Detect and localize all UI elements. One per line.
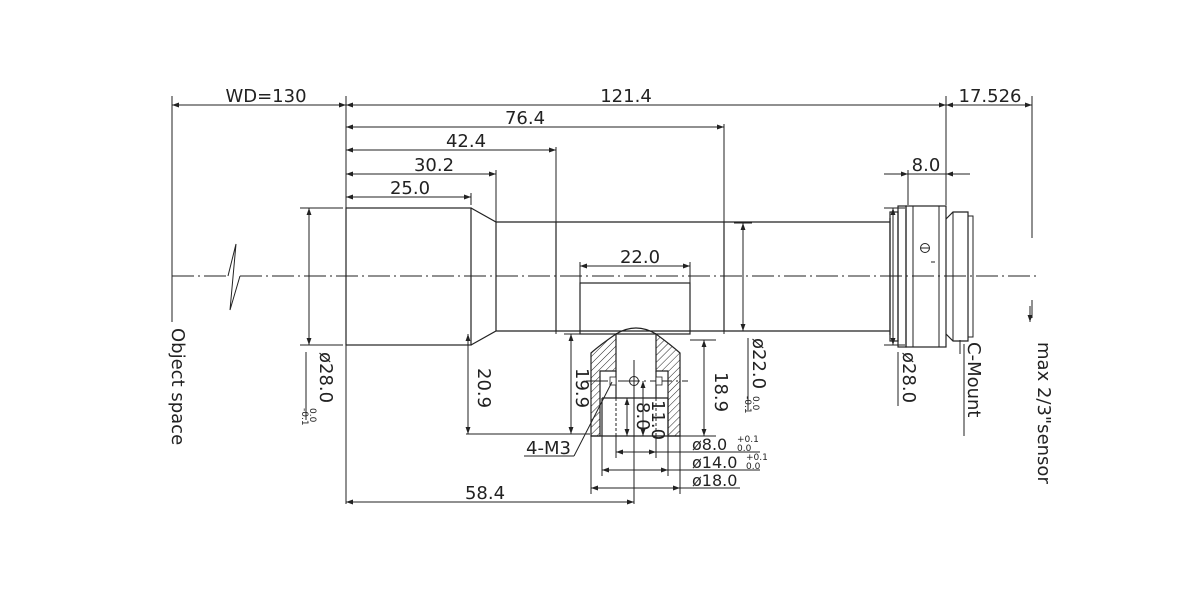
dim-hole-depth: 8.0 — [632, 402, 653, 431]
dia-14-tol-lower: 0.0 — [746, 462, 761, 472]
dim-25: 25.0 — [390, 178, 430, 199]
mount-ring — [905, 205, 947, 348]
dia-front-tol-upper: 0.0 — [307, 408, 317, 423]
dim-18: 18.9 — [710, 372, 731, 412]
dim-42: 42.4 — [446, 131, 486, 152]
dim-back-focal: 17.526 — [959, 86, 1022, 107]
optical-axis — [172, 243, 1040, 311]
horizontal-dimensions — [172, 102, 1032, 505]
dim-total-length: 121.4 — [600, 86, 652, 107]
thread-leader — [524, 381, 613, 457]
dim-dia-22: ø22.0 — [748, 338, 769, 389]
dia-22-tol-lower: -0.1 — [742, 396, 752, 414]
dim-block-width: 22.0 — [620, 247, 660, 268]
dim-19: 19.9 — [571, 368, 592, 408]
dim-30: 30.2 — [414, 155, 454, 176]
dim-20: 20.9 — [473, 368, 494, 408]
dim-58: 58.4 — [465, 483, 505, 504]
dim-11: 11.0 — [647, 400, 668, 440]
front-barrel — [345, 207, 472, 346]
dim-mount-width: 8.0 — [912, 155, 941, 176]
dia-front-tol-lower: -0.1 — [299, 408, 309, 426]
aperture-symbol-icon — [920, 243, 930, 253]
dim-dia-front: ø28.0 — [315, 352, 336, 403]
dia-14-tol-upper: +0.1 — [746, 453, 768, 463]
dim-dia-rear: ø28.0 — [898, 352, 919, 403]
dia-8-tol-lower: 0.0 — [737, 444, 752, 454]
label-c-mount: C-Mount — [963, 342, 984, 417]
dim-dia-14: ø14.0 — [692, 453, 737, 472]
dim-wd: WD=130 — [225, 86, 306, 107]
rear-flange — [889, 211, 899, 342]
lens-body — [345, 205, 974, 348]
dia-8-tol-upper: +0.1 — [737, 435, 759, 445]
horizontal-labels: WD=130 121.4 17.526 76.4 42.4 30.2 25.0 … — [225, 86, 1021, 504]
vertical-dimensions — [306, 208, 1033, 436]
label-object-space: Object space — [167, 328, 188, 445]
block-hatch-right — [655, 332, 681, 437]
label-thread: 4-M3 — [526, 438, 571, 459]
focus-ring — [897, 205, 907, 348]
dim-dia-18: ø18.0 — [692, 471, 737, 490]
callout-underlines — [305, 338, 965, 436]
dim-dia-8: ø8.0 — [692, 435, 727, 454]
taper-bottom — [470, 330, 890, 346]
taper-top — [470, 207, 890, 223]
label-sensor: max 2/3"sensor — [1033, 342, 1054, 484]
vertical-labels: ø28.0 0.0 -0.1 20.9 19.9 8.0 11.0 18.9 ø… — [167, 328, 1054, 484]
dim-76: 76.4 — [505, 108, 545, 129]
extension-lines — [171, 96, 1033, 504]
dia-22-tol-upper: 0.0 — [750, 396, 760, 411]
